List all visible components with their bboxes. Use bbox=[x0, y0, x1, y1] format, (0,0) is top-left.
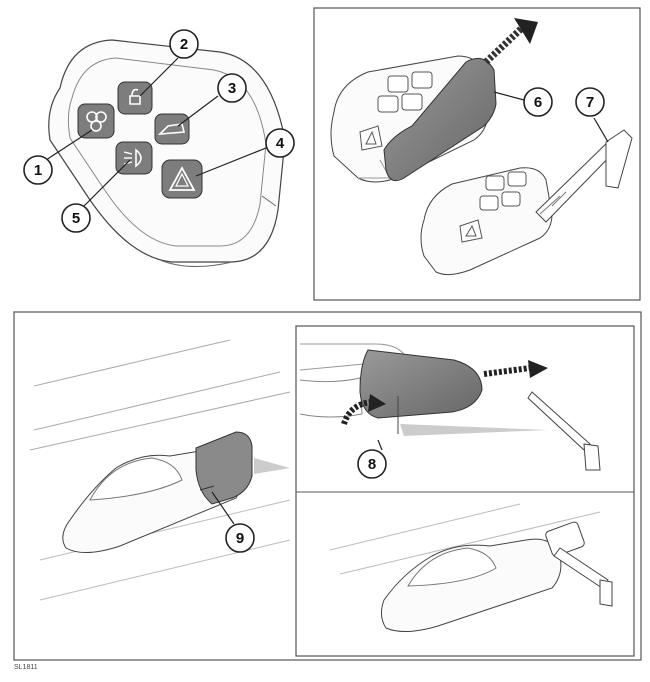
reference-code: SL1811 bbox=[14, 664, 38, 671]
door-handle bbox=[62, 431, 290, 553]
callout-6: 6 bbox=[523, 87, 553, 117]
door-handle-panel: 9 8 bbox=[13, 311, 642, 661]
callout-9: 9 bbox=[225, 523, 255, 553]
emergency-key-blade bbox=[535, 129, 633, 223]
cap-removal-panel: 6 7 bbox=[313, 7, 641, 301]
callout-8: 8 bbox=[357, 449, 387, 479]
svg-text:5: 5 bbox=[72, 210, 80, 227]
callout-2: 2 bbox=[169, 29, 199, 59]
panic-alarm-button bbox=[161, 159, 203, 199]
callout-7: 7 bbox=[575, 87, 605, 117]
callout-1: 1 bbox=[23, 155, 53, 185]
lock-button bbox=[77, 103, 115, 139]
key-in-lock-detail bbox=[329, 503, 613, 632]
pull-direction-arrow bbox=[483, 18, 538, 65]
key-insertion-detail bbox=[299, 343, 601, 471]
smart-key-fob: 1 2 3 4 5 bbox=[23, 29, 295, 268]
svg-text:2: 2 bbox=[180, 36, 188, 53]
tailgate-button bbox=[154, 113, 190, 145]
svg-text:3: 3 bbox=[228, 80, 236, 97]
callout-4: 4 bbox=[265, 128, 295, 158]
svg-text:8: 8 bbox=[368, 456, 376, 473]
svg-text:4: 4 bbox=[276, 135, 285, 152]
callout-5: 5 bbox=[61, 203, 91, 233]
svg-text:7: 7 bbox=[586, 94, 594, 111]
callout-3: 3 bbox=[217, 73, 247, 103]
headlamp-button bbox=[115, 141, 153, 175]
svg-text:9: 9 bbox=[236, 530, 244, 547]
svg-text:6: 6 bbox=[534, 94, 542, 111]
unlock-button bbox=[117, 81, 153, 115]
svg-text:1: 1 bbox=[34, 162, 42, 179]
